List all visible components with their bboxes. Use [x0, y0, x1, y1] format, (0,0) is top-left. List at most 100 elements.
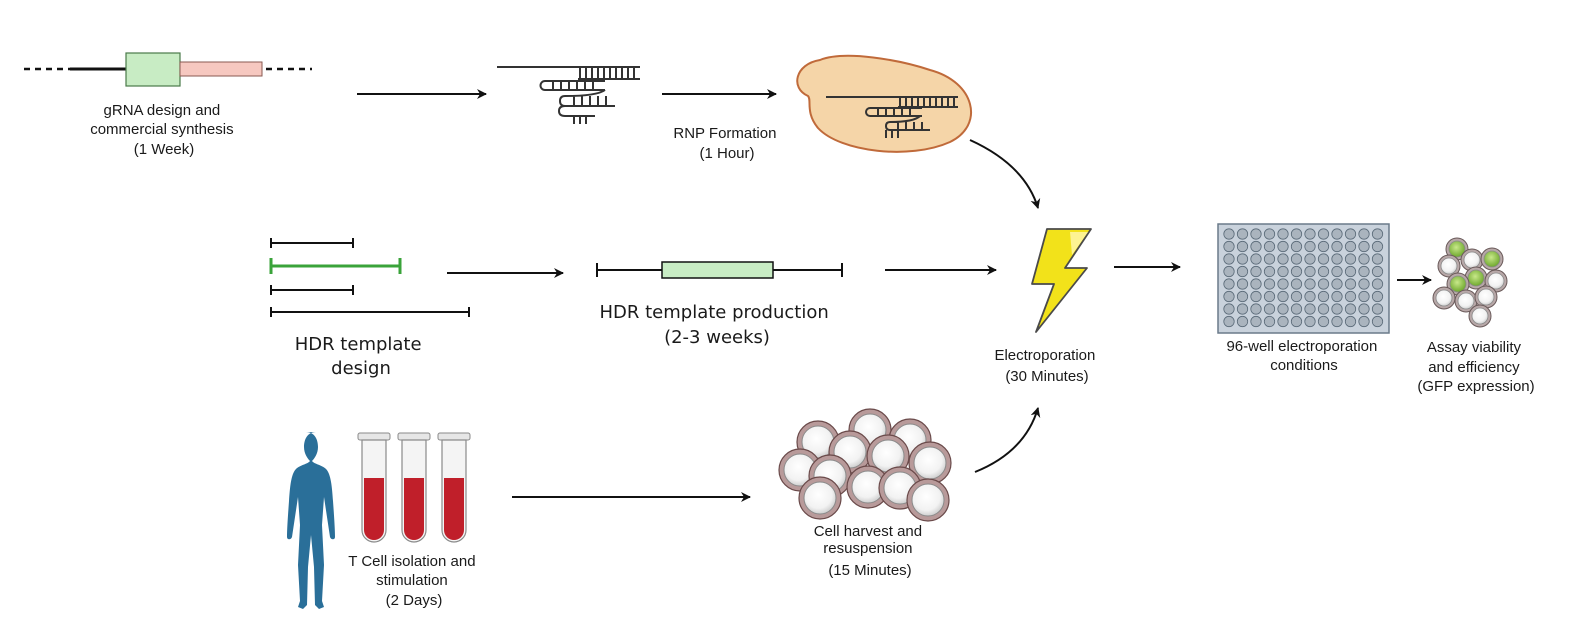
plate-well — [1317, 253, 1330, 265]
plate-well — [1236, 228, 1249, 240]
electroporation-label: Electroporation (30 Minutes) — [994, 347, 1099, 385]
arrow-rnp-to-electroporation — [969, 139, 1041, 209]
plate-well — [1358, 265, 1370, 278]
plate-well — [1358, 253, 1370, 265]
tube-cap — [397, 432, 431, 441]
plate-well — [1304, 278, 1316, 290]
plate-well — [1277, 290, 1289, 303]
plate-well — [1263, 265, 1276, 278]
plate-well — [1290, 265, 1303, 278]
plate-well — [1290, 290, 1303, 303]
plate-well — [1290, 253, 1303, 265]
rnp-complex-icon — [796, 54, 973, 153]
plate-well — [1263, 278, 1276, 290]
plate-well — [1304, 240, 1316, 253]
plate-well — [1290, 240, 1303, 253]
plate-well — [1371, 228, 1384, 240]
cell-core — [1483, 250, 1501, 268]
plate-well — [1344, 278, 1357, 290]
cell-harvest-label: Cell harvest and resuspension (15 Minute… — [814, 523, 927, 579]
tube-blood — [404, 478, 424, 540]
plate-well — [1263, 240, 1276, 253]
plate-well — [1277, 265, 1289, 278]
plate-well — [1263, 303, 1276, 315]
gfp-cells-icon — [1432, 237, 1508, 328]
plate-well — [1371, 265, 1384, 278]
plate-well — [1304, 265, 1316, 278]
plate-well — [1290, 228, 1303, 240]
plate-well — [1277, 253, 1289, 265]
plate-well — [1263, 253, 1276, 265]
plate-well — [1371, 315, 1384, 328]
plate-well — [1223, 303, 1235, 315]
plate-well — [1317, 290, 1330, 303]
plate-well — [1250, 278, 1262, 290]
plate-well — [1304, 253, 1316, 265]
plate-well — [1371, 290, 1384, 303]
plate-well — [1358, 278, 1370, 290]
hdr-design-segments-icon — [269, 238, 470, 317]
plate-well — [1236, 303, 1249, 315]
plate-well — [1317, 265, 1330, 278]
plate-well — [1331, 315, 1343, 328]
plate-well — [1290, 278, 1303, 290]
plate-well — [1371, 303, 1384, 315]
plate-well — [1371, 253, 1384, 265]
plate-well — [1331, 240, 1343, 253]
plate-well — [1317, 303, 1330, 315]
plate-well — [1236, 253, 1249, 265]
plate-well — [1331, 265, 1343, 278]
cell-core — [1448, 240, 1466, 258]
plate-well — [1223, 278, 1235, 290]
plate-well — [1358, 228, 1370, 240]
cell-core — [1463, 251, 1481, 269]
rnp-label: RNP Formation (1 Hour) — [673, 125, 780, 162]
plate-well — [1331, 303, 1343, 315]
plate-well — [1263, 315, 1276, 328]
plate-well — [1263, 228, 1276, 240]
cell-core — [1449, 275, 1467, 293]
plate-well — [1344, 240, 1357, 253]
tube-cap — [437, 432, 471, 441]
assay-label: Assay viability and efficiency (GFP expr… — [1417, 339, 1534, 395]
plate-well — [1304, 290, 1316, 303]
guide-rna-hairpin-icon — [497, 66, 640, 124]
hdr-template-construct-icon — [596, 261, 843, 279]
plate-well — [1371, 278, 1384, 290]
cell-core — [1467, 269, 1485, 287]
plate-well — [1223, 265, 1235, 278]
plate-well — [1317, 315, 1330, 328]
cell-core — [1471, 307, 1489, 325]
plate-well — [1358, 240, 1370, 253]
plate-well — [1223, 228, 1235, 240]
cell-inner — [913, 446, 947, 480]
plate-well — [1250, 303, 1262, 315]
plate-well — [1344, 315, 1357, 328]
plate-well — [1331, 253, 1343, 265]
cell-inner — [803, 481, 837, 515]
plate-well — [1250, 315, 1262, 328]
plate-well — [1223, 290, 1235, 303]
plate-well — [1304, 228, 1316, 240]
hdr-design-label: HDR template design — [295, 334, 428, 379]
plate-well — [1331, 228, 1343, 240]
plate-well — [1236, 278, 1249, 290]
plate-well — [1304, 315, 1316, 328]
cell-core — [1477, 288, 1495, 306]
plate-label: 96-well electroporation conditions — [1226, 338, 1381, 374]
cell-cluster-icon — [778, 408, 952, 522]
plate-well — [1344, 303, 1357, 315]
grna-label: gRNA design and commercial synthesis (1 … — [90, 102, 238, 158]
tcell-label: T Cell isolation and stimulation (2 Days… — [348, 553, 479, 609]
plate-well — [1236, 240, 1249, 253]
arrow-harvest-to-electroporation — [974, 407, 1041, 473]
plate-well — [1277, 228, 1289, 240]
plate-well — [1250, 240, 1262, 253]
plate-well — [1344, 228, 1357, 240]
plate-well — [1236, 290, 1249, 303]
plate-well — [1236, 315, 1249, 328]
plate-well — [1277, 315, 1289, 328]
plate-well — [1236, 265, 1249, 278]
tube-blood — [364, 478, 384, 540]
plate-well — [1344, 265, 1357, 278]
